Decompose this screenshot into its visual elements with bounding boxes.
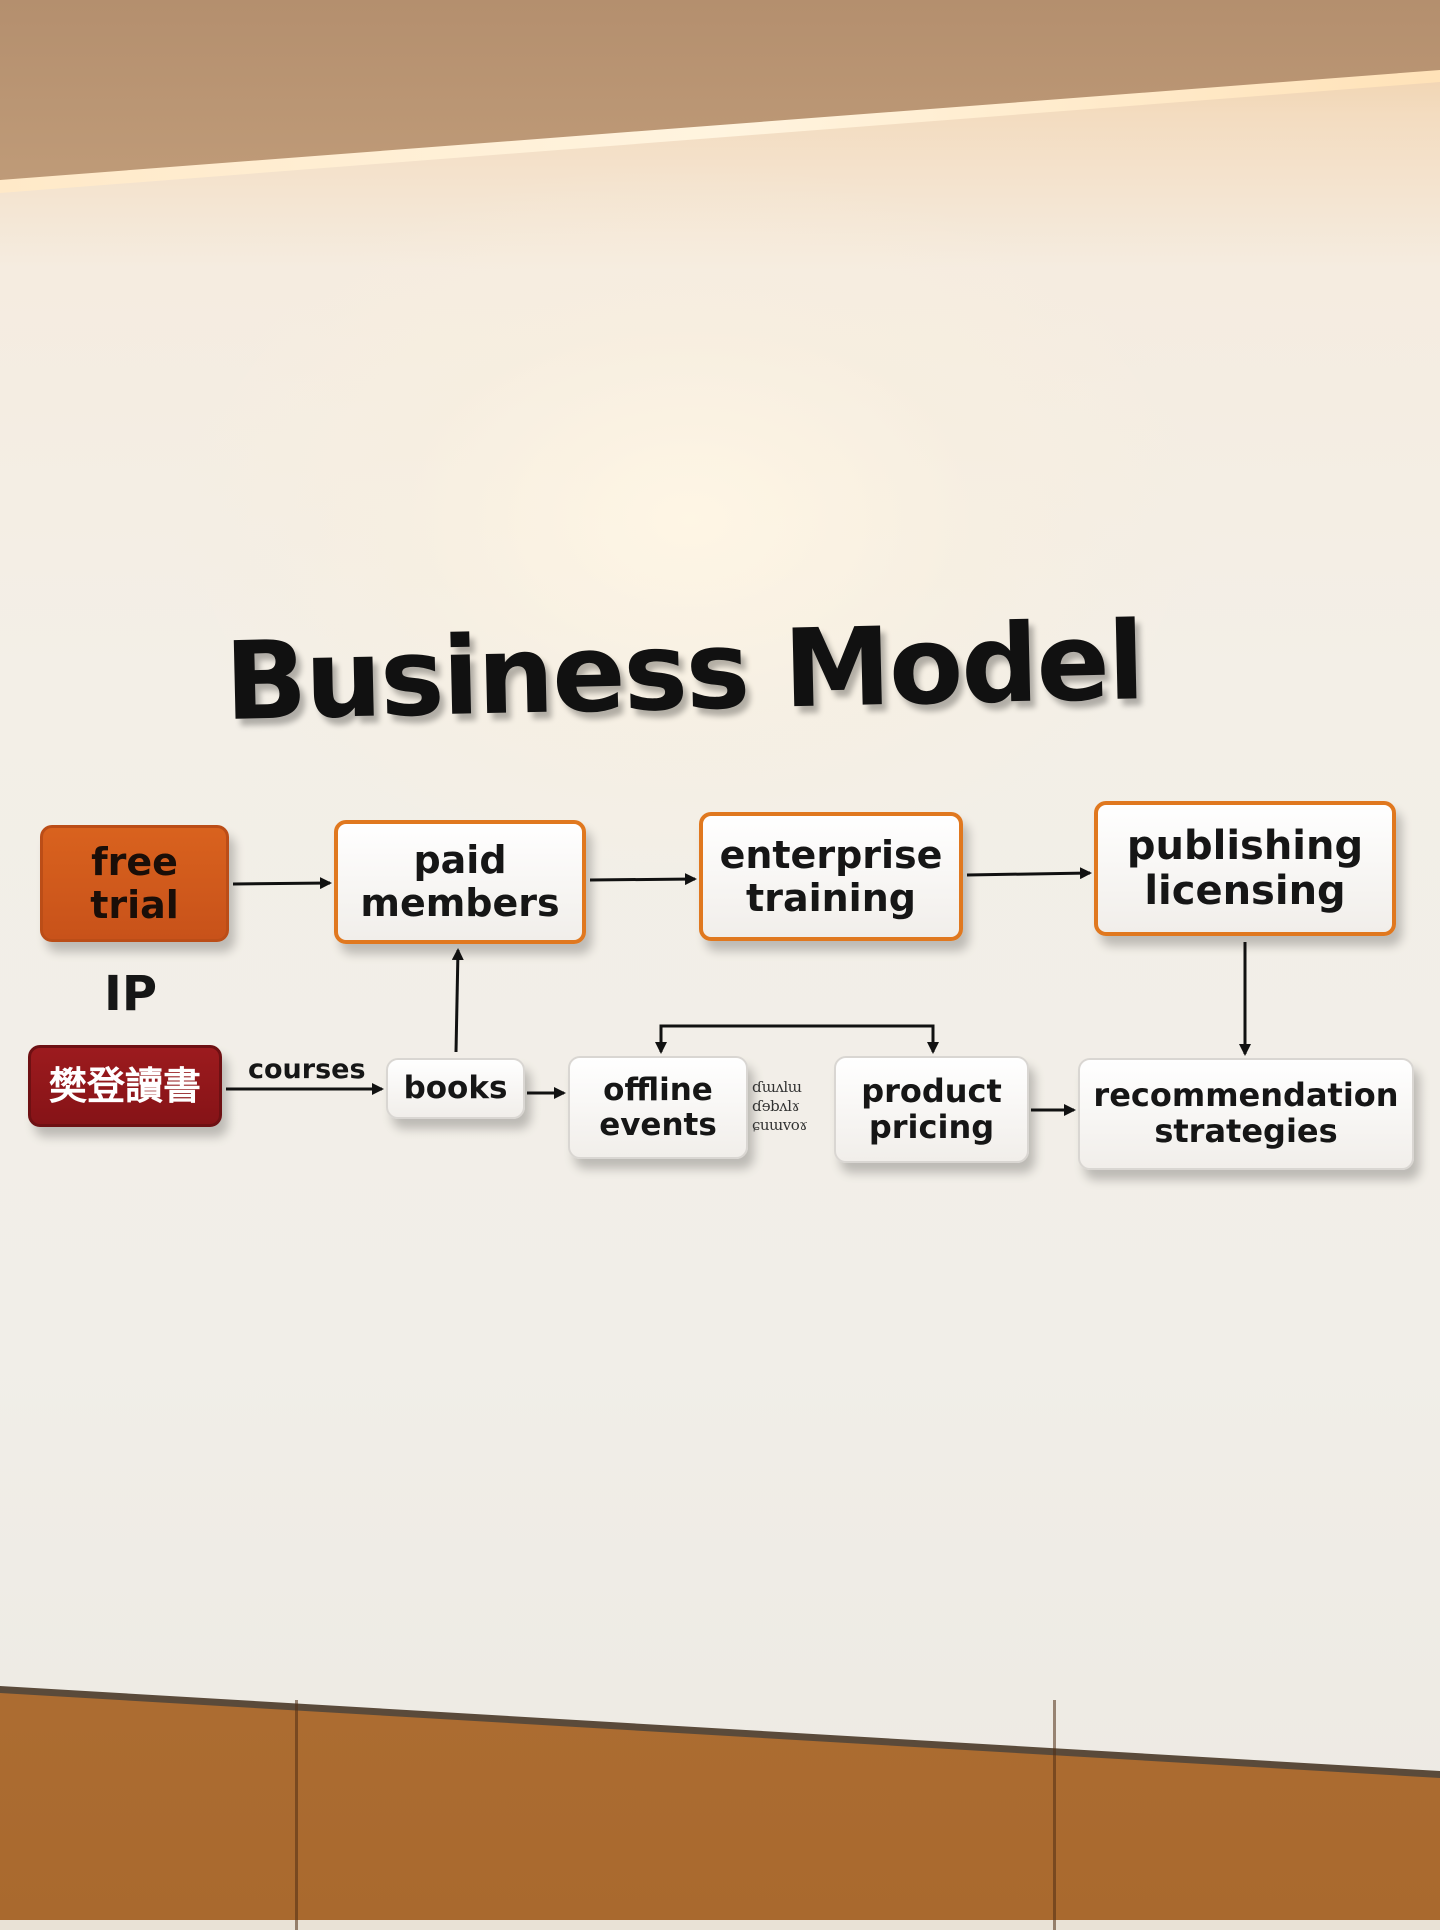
node-publishing-licensing: publishing licensing [1094, 801, 1396, 936]
node-offline-events-label: offline events [599, 1071, 717, 1143]
diagram-title: Business Model [223, 599, 1145, 745]
ip-label: IP [104, 966, 158, 1022]
node-free-trial-label: free trial [90, 839, 179, 927]
node-publishing-licensing-label: publishing licensing [1126, 822, 1364, 914]
courses-label: courses [248, 1054, 366, 1085]
node-enterprise-training: enterprise training [699, 812, 963, 941]
panel-seam [295, 1700, 298, 1930]
scribbled-label: ɗɯʌlɯ ɗɘbʌlɤ ɕuɯvoɤ [752, 1078, 808, 1134]
node-recommendation-strategies-label: recommendation strategies [1093, 1076, 1399, 1150]
node-product-pricing: product pricing [834, 1056, 1029, 1163]
node-books-label: books [403, 1070, 508, 1107]
node-enterprise-training-label: enterprise training [719, 832, 943, 920]
node-chinese-sign: 樊登讀書 [28, 1045, 222, 1127]
panel-seam [1053, 1700, 1056, 1930]
node-paid-members-label: paid members [360, 838, 560, 925]
node-chinese-sign-label: 樊登讀書 [48, 1063, 201, 1108]
node-recommendation-strategies: recommendation strategies [1078, 1058, 1414, 1170]
node-books: books [386, 1058, 525, 1119]
node-free-trial: free trial [40, 825, 229, 942]
node-paid-members: paid members [334, 820, 586, 944]
node-offline-events: offline events [568, 1056, 748, 1159]
node-product-pricing-label: product pricing [861, 1071, 1002, 1146]
